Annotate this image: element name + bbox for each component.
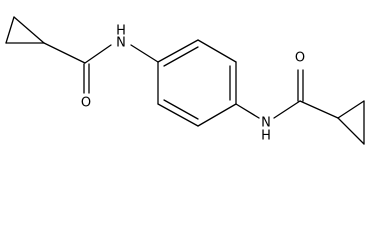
aromatic-inner-bond xyxy=(163,46,199,67)
bond xyxy=(299,100,339,119)
bond xyxy=(337,117,365,145)
bond xyxy=(84,44,112,64)
bond xyxy=(43,42,86,64)
bond xyxy=(197,39,237,63)
right-amide-group: N H O xyxy=(235,51,339,144)
bond xyxy=(235,103,260,119)
nh-hydrogen-label: H xyxy=(261,129,271,144)
oxygen-atom-label: O xyxy=(81,96,91,111)
bond xyxy=(130,44,159,63)
nh-hydrogen-label: H xyxy=(116,24,126,39)
right-cyclopropyl-ring xyxy=(337,100,365,145)
oxygen-atom-label: O xyxy=(295,51,305,66)
nh-nitrogen-label: N xyxy=(116,36,126,51)
bond xyxy=(197,103,237,127)
bond xyxy=(13,16,45,44)
bond xyxy=(337,100,365,119)
bond xyxy=(273,100,301,119)
left-amide-group: O H N xyxy=(43,24,159,111)
aromatic-inner-bond xyxy=(163,99,199,120)
chemical-structure-diagram: O H N N H O xyxy=(5,16,365,145)
nh-nitrogen-label: N xyxy=(261,116,271,131)
bond xyxy=(157,39,199,63)
left-cyclopropyl-ring xyxy=(5,16,45,44)
benzene-ring xyxy=(157,39,237,127)
bond xyxy=(157,103,199,127)
bond xyxy=(5,16,15,44)
